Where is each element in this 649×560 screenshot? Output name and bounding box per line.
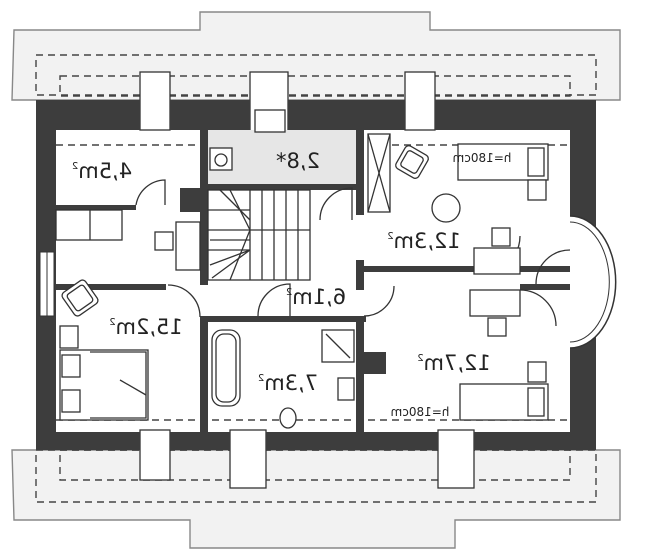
room-label-g: 12,7m2 <box>417 351 491 375</box>
svg-text:2,8*: 2,8* <box>276 149 320 173</box>
roof-line-top-inner <box>59 75 571 97</box>
bathtub <box>211 329 241 407</box>
desk <box>469 289 521 317</box>
shower-drain <box>325 333 351 359</box>
door <box>319 187 353 221</box>
roof-line-top <box>35 54 597 96</box>
toilet <box>279 407 297 429</box>
wall <box>170 432 230 450</box>
door <box>257 283 291 317</box>
wall <box>474 432 596 450</box>
nightstand <box>527 179 547 201</box>
chimney <box>364 352 386 374</box>
double-bed <box>59 349 149 421</box>
bay-window <box>569 215 617 349</box>
room-label-d: 15,2m2 <box>109 315 183 339</box>
room-label-b: 2,8* <box>276 149 320 173</box>
svg-text:h=180cm: h=180cm <box>453 151 512 165</box>
bathtub-inner <box>215 333 237 403</box>
armchair <box>395 145 429 179</box>
desk <box>175 221 201 271</box>
nightstand <box>527 361 547 383</box>
skylight <box>254 109 286 133</box>
wall <box>364 266 484 272</box>
armchair <box>61 279 99 317</box>
wall <box>36 432 140 450</box>
wall <box>520 266 570 272</box>
chair <box>491 227 511 247</box>
desk <box>473 247 521 275</box>
cabinet <box>55 209 123 241</box>
wall <box>56 284 166 290</box>
svg-text:12,3m2: 12,3m2 <box>387 229 461 253</box>
chimney <box>180 188 202 212</box>
svg-text:12,7m2: 12,7m2 <box>417 351 491 375</box>
wall <box>288 100 405 130</box>
wall <box>200 322 208 432</box>
chair <box>154 231 174 251</box>
svg-text:h=180cm: h=180cm <box>391 405 450 419</box>
chair <box>487 317 507 337</box>
dormer-bottom-1 <box>229 429 267 489</box>
height-note-top: h=180cm <box>453 151 512 165</box>
wall <box>200 190 208 285</box>
svg-text:7,3m2: 7,3m2 <box>258 371 318 395</box>
wall <box>200 130 208 200</box>
side-table <box>431 193 461 223</box>
door <box>167 284 201 318</box>
wall <box>200 184 360 190</box>
door <box>535 249 571 285</box>
wall <box>266 432 438 450</box>
nightstand <box>59 325 79 349</box>
svg-text:6,1m2: 6,1m2 <box>286 285 346 309</box>
wall <box>356 130 364 215</box>
dormer-bottom-3 <box>139 429 171 481</box>
bay-window-inner <box>569 221 610 343</box>
washbasin <box>209 147 233 171</box>
height-note-bottom: h=180cm <box>391 405 450 419</box>
wall <box>356 260 364 290</box>
wall <box>520 284 570 290</box>
room-label-e: 6,1m2 <box>286 285 346 309</box>
dormer-bottom-2 <box>437 429 475 489</box>
door <box>135 179 166 206</box>
wall <box>170 100 250 130</box>
wall <box>356 322 364 432</box>
staircase <box>207 189 311 281</box>
wall <box>200 316 366 322</box>
dormer-top-1 <box>139 71 171 131</box>
sink <box>337 377 355 401</box>
pillow <box>527 147 545 177</box>
room-label-f: 7,3m2 <box>258 371 318 395</box>
washbasin-bowl <box>214 153 228 167</box>
room-label-a: 4,5m2 <box>72 159 132 183</box>
dormer-top-3 <box>404 71 436 131</box>
roof-outline <box>11 11 621 101</box>
door <box>363 285 395 317</box>
room-b-floor <box>208 130 356 184</box>
wall <box>56 205 136 210</box>
svg-text:4,5m2: 4,5m2 <box>72 159 132 183</box>
wardrobe-x2 <box>367 133 391 213</box>
wall <box>435 100 595 130</box>
pillow <box>527 387 545 417</box>
roof-outline-bottom <box>11 449 621 549</box>
svg-text:15,2m2: 15,2m2 <box>109 315 183 339</box>
door <box>519 289 557 327</box>
room-label-c: 12,3m2 <box>387 229 461 253</box>
